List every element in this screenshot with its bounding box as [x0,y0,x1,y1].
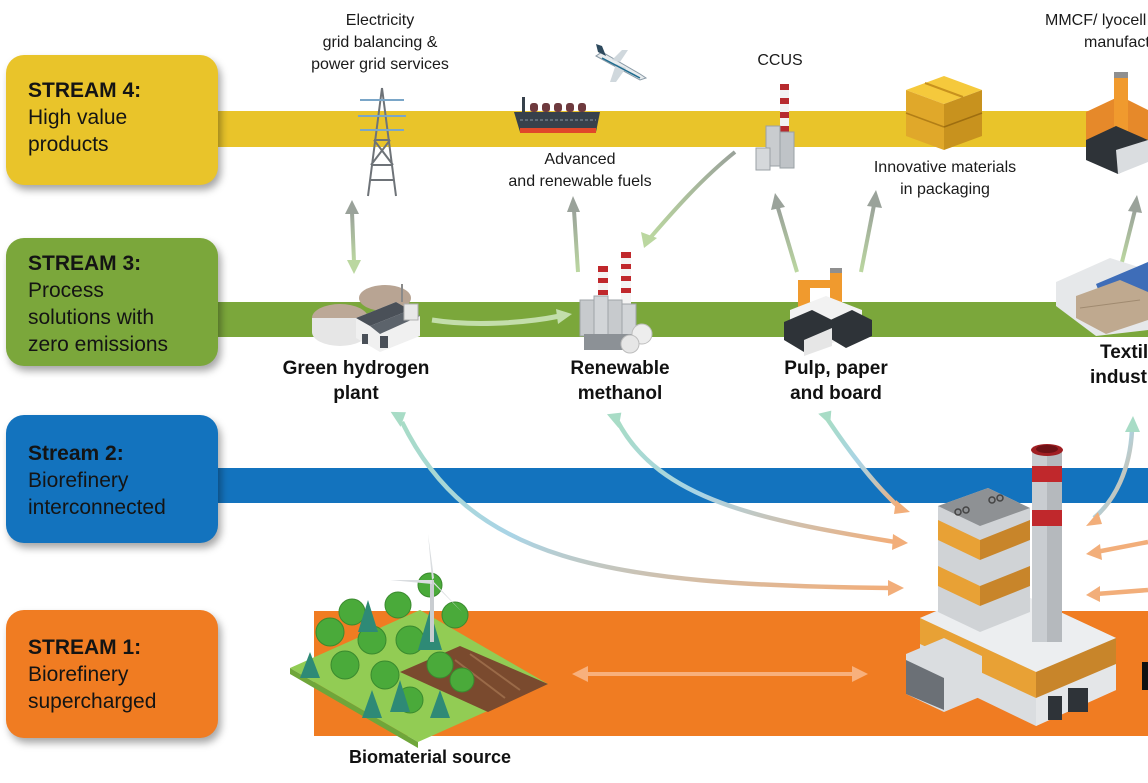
ship-icon [514,97,600,133]
stream4-title: STREAM 4: [28,79,142,102]
arrow-refinery-methanol [606,412,908,550]
boxes-icon [905,76,983,150]
label-line: methanol [577,383,663,404]
label-line: MMCF/ lyocell [1045,12,1147,29]
label-line: Pulp, paper [784,358,888,379]
label-line: plant [333,383,379,404]
stream1-desc-line: supercharged [28,690,157,713]
stream3-title: STREAM 3: [28,252,142,275]
pulp-mill-icon [784,268,872,356]
label-line: CCUS [757,52,803,69]
label-line: manufacturing [1084,34,1148,51]
arrow-pulp-ccus [771,193,799,273]
label-line: Innovative materials [873,159,1017,176]
label-line: power grid services [311,56,449,73]
stream2-desc-line: Biorefinery [28,469,129,492]
mmcf-factory-icon [1086,72,1148,174]
ccus-plant-icon [755,84,795,171]
arrow-biomaterial-refinery [572,666,868,682]
arrow-right-in-1 [1086,539,1148,560]
power-pylon-icon [358,87,406,197]
arrow-right-in-2 [1086,586,1148,602]
label-line: in packaging [900,181,990,198]
stream4-desc-line: High value [28,106,128,129]
label-packaging: Innovative materials in packaging [850,157,1040,201]
arrow-hydrogen-grid [345,200,361,274]
arrow-textile-mmcf [1120,195,1142,263]
arrow-refinery-hydrogen [390,411,904,596]
label-line: Renewable [570,358,670,379]
stream3-desc-line: solutions with [28,306,155,329]
label-mmcf: MMCF/ lyocell manufacturing [1040,10,1148,54]
stream2-title: Stream 2: [28,442,124,465]
arrow-refinery-pulp [818,410,910,514]
stream1-desc-line: Biorefinery [28,663,129,686]
arrow-hydrogen-to-methanol [431,309,572,326]
label-methanol: Renewable methanol [540,356,700,406]
arrow-methanol-fuels [567,196,580,273]
label-line: Green hydrogen [282,358,430,379]
label-line: Advanced [544,151,616,168]
label-biomaterial: Biomaterial source [348,747,512,767]
arrow-ccus-methanol [641,150,737,248]
biorefinery-icon [906,444,1116,726]
label-hydrogen: Green hydrogen plant [256,356,456,406]
hydrogen-plant-icon [312,284,420,352]
textile-factory-icon [1056,258,1148,336]
methanol-plant-icon [579,252,653,354]
label-pulp: Pulp, paper and board [756,356,916,406]
airplane-icon [595,44,648,82]
label-line: industry [1090,367,1148,388]
label-line: and renewable fuels [508,173,652,190]
stream1-box: STREAM 1: Biorefinery supercharged [6,610,218,738]
stream2-box: Stream 2: Biorefinery interconnected [6,415,218,543]
stream3-box: STREAM 3: Process solutions with zero em… [6,238,218,366]
stream3-desc-line: Process [28,279,104,302]
stream2-desc-line: interconnected [28,496,166,519]
label-electricity: Electricity grid balancing & power grid … [280,10,480,76]
cropped-text-fragment [1142,662,1148,690]
label-line: grid balancing & [322,34,438,51]
stream4-desc-line: products [28,133,109,156]
label-line: and board [790,383,882,404]
label-textile: Textile industry [1088,340,1148,390]
arrow-pulp-packaging [859,190,882,273]
arrow-refinery-textile [1086,416,1140,526]
stream1-title: STREAM 1: [28,636,142,659]
stream4-box: STREAM 4: High value products [6,55,218,185]
label-ccus: CCUS [740,50,820,72]
label-line: Electricity [345,12,415,29]
label-fuels: Advanced and renewable fuels [480,149,680,193]
label-line: Textile [1100,342,1148,363]
stream3-desc-line: zero emissions [28,333,169,356]
forest-wind-turbine-icon [290,534,548,748]
